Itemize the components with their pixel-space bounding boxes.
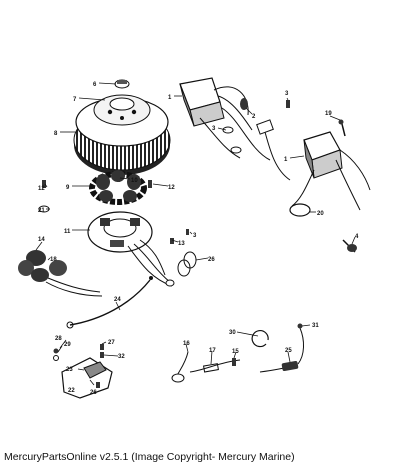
flywheel	[73, 94, 171, 175]
callout-28: 28	[55, 336, 62, 342]
callout-3-lower: 3	[193, 233, 197, 239]
callout-12-right: 12	[168, 185, 175, 191]
callout-1-upper: 1	[168, 95, 172, 101]
callout-26-top: 26	[208, 257, 215, 263]
callout-32: 32	[118, 354, 125, 360]
copyright-footer: MercuryPartsOnline v2.5.1 (Image Copyrig…	[4, 451, 295, 463]
callout-17: 17	[209, 348, 216, 354]
callout-16: 16	[183, 341, 190, 347]
callout-26-bottom: 26	[90, 390, 97, 396]
callout-31: 31	[312, 323, 319, 329]
trigger-assembly	[18, 250, 103, 297]
ground-wire	[66, 276, 153, 329]
callout-2: 2	[252, 114, 256, 120]
callout-22: 22	[68, 388, 75, 394]
callout-29: 29	[64, 342, 71, 348]
callout-12-left: 12	[38, 186, 45, 192]
callout-23: 23	[66, 367, 73, 373]
callout-18: 18	[50, 257, 57, 263]
callout-3-right: 3	[285, 91, 289, 97]
callout-21: 21	[38, 208, 45, 214]
wiring-harness	[171, 351, 241, 383]
leader-lines	[35, 82, 356, 386]
callout-9: 9	[66, 185, 70, 191]
callout-7: 7	[73, 97, 77, 103]
switch-box-upper	[179, 77, 271, 161]
spark-plug-terminal	[342, 239, 357, 253]
callout-15: 15	[232, 349, 239, 355]
callout-13: 13	[178, 241, 185, 247]
callout-4: 4	[355, 234, 359, 240]
part-callouts: 6 7 8 1 2 3 3 19 1 9 10 12 12 21 11 13 3…	[38, 82, 359, 396]
flywheel-nut	[114, 79, 130, 89]
callout-14: 14	[38, 237, 45, 243]
stator-plate	[87, 211, 191, 287]
callout-25: 25	[285, 348, 292, 354]
callout-11: 11	[64, 229, 71, 235]
callout-3-upper: 3	[212, 126, 216, 132]
callout-19: 19	[325, 111, 332, 117]
ignition-coil	[256, 119, 291, 181]
callout-1-lower: 1	[284, 157, 288, 163]
callout-6: 6	[93, 82, 97, 88]
screws	[38, 100, 290, 244]
callout-8: 8	[54, 131, 58, 137]
callout-30: 30	[229, 330, 236, 336]
kill-switch-lead	[251, 323, 304, 373]
callout-27: 27	[108, 340, 115, 346]
exploded-parts-diagram: 6 7 8 1 2 3 3 19 1 9 10 12 12 21 11 13 3…	[18, 77, 371, 399]
mounting-bracket	[53, 344, 113, 399]
callout-24: 24	[114, 297, 121, 303]
callout-20: 20	[317, 211, 324, 217]
switch-box-lower	[289, 119, 371, 217]
stator-assembly	[89, 170, 147, 205]
callout-10: 10	[131, 178, 138, 184]
